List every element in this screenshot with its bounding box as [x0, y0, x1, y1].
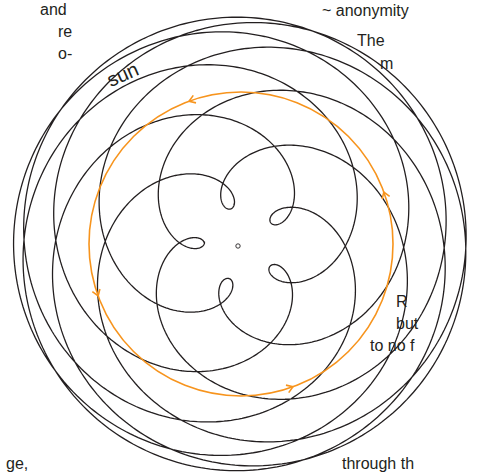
text-fragment: o- — [58, 46, 72, 62]
text-fragment: and — [40, 2, 67, 18]
orbit-arrowhead — [382, 192, 390, 199]
orbit-arrows — [92, 95, 389, 392]
orbit-arrowhead — [286, 385, 293, 393]
text-fragment: R — [396, 294, 408, 310]
text-fragment: to no f — [370, 338, 414, 354]
orbit-arrowhead — [92, 289, 100, 296]
text-fragment: re — [58, 24, 72, 40]
text-fragment: ge, — [6, 456, 28, 472]
sun-orbit — [89, 92, 393, 396]
text-fragment: ~ anonymity — [322, 3, 409, 19]
orbit-arrowhead — [189, 95, 196, 103]
text-fragment: but — [396, 316, 418, 332]
text-fragment: The — [357, 33, 385, 49]
sun-label: sun — [104, 59, 142, 90]
text-fragment: m — [380, 56, 393, 72]
planet-path — [14, 17, 467, 470]
text-fragment: through th — [342, 456, 414, 472]
earth-dot — [236, 244, 240, 248]
